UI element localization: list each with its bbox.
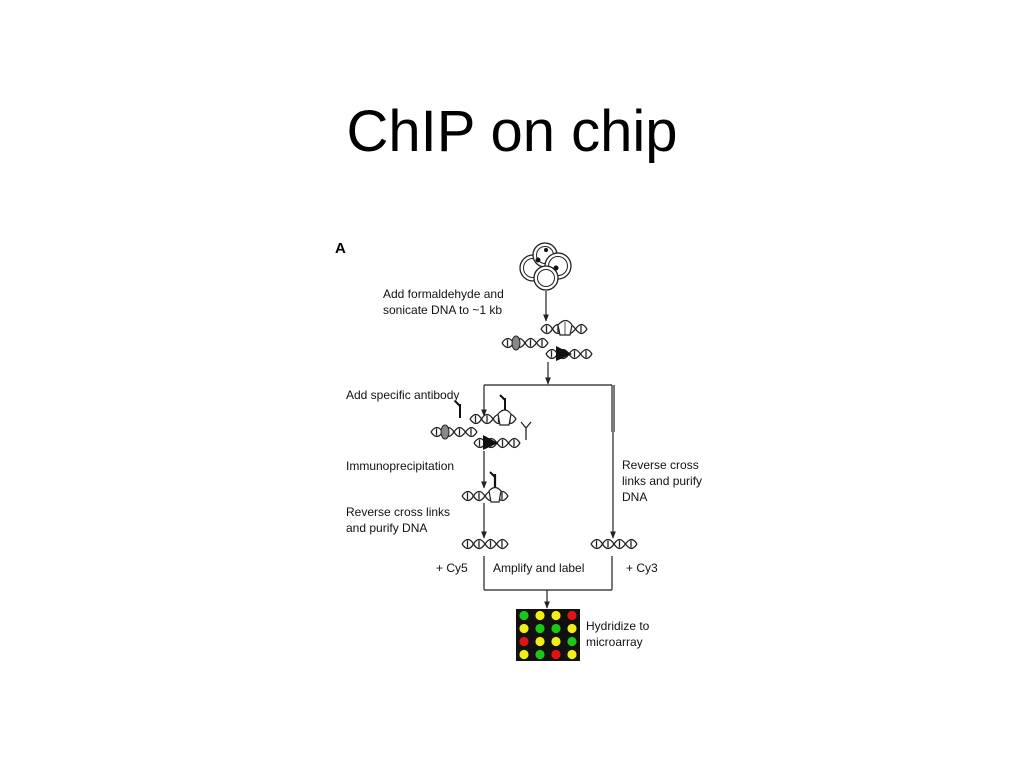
- immunoprecipitation-label: Immunoprecipitation: [346, 459, 454, 473]
- microarray-spot-yellow: [567, 649, 577, 660]
- reverse-right-line3: DNA: [622, 490, 647, 504]
- cy3-label: + Cy3: [626, 561, 658, 575]
- microarray-spot-yellow: [519, 649, 529, 660]
- microarray-spot-yellow: [519, 623, 529, 634]
- antibody-label: Add specific antibody: [346, 388, 459, 402]
- microarray-spot-green: [535, 649, 545, 660]
- crosslink-label-line1: Add formaldehyde and: [383, 287, 504, 301]
- microarray-spot-yellow: [567, 623, 577, 634]
- crosslink-label-line2: sonicate DNA to ~1 kb: [383, 303, 502, 317]
- microarray-spot-green: [551, 623, 561, 634]
- panel-letter: A: [335, 240, 346, 257]
- antibody-icon-1: [454, 400, 461, 418]
- sheared-chromatin: [501, 319, 593, 361]
- hybridize-label-line2: microarray: [586, 635, 643, 649]
- reverse-left-line2: and purify DNA: [346, 521, 427, 535]
- microarray-spot-green: [567, 636, 577, 647]
- microarray-spot-yellow: [535, 610, 545, 621]
- ip-product: [461, 471, 509, 503]
- amplify-label: Amplify and label: [493, 561, 584, 575]
- purified-dna-ip: [461, 538, 509, 550]
- reverse-right-line1: Reverse cross: [622, 458, 699, 472]
- microarray-spot-red: [567, 610, 577, 621]
- purified-dna-input: [590, 538, 638, 550]
- slide-title: ChIP on chip: [346, 99, 678, 164]
- cy5-label: + Cy5: [436, 561, 468, 575]
- microarray-spot-yellow: [551, 610, 561, 621]
- microarray-chip: [516, 609, 580, 661]
- hybridize-label-line1: Hydridize to: [586, 619, 650, 633]
- microarray-spot-green: [519, 610, 529, 621]
- cells-icon: [519, 242, 572, 291]
- microarray-spot-green: [535, 623, 545, 634]
- microarray-spot-yellow: [535, 636, 545, 647]
- microarray-spot-red: [519, 636, 529, 647]
- reverse-left-line1: Reverse cross links: [346, 505, 450, 519]
- reverse-right-line2: links and purify: [622, 474, 702, 488]
- microarray-spot-yellow: [551, 636, 561, 647]
- antibody-chromatin: [430, 394, 532, 450]
- antibody-icon-3: [520, 421, 532, 440]
- microarray-spot-red: [551, 649, 561, 660]
